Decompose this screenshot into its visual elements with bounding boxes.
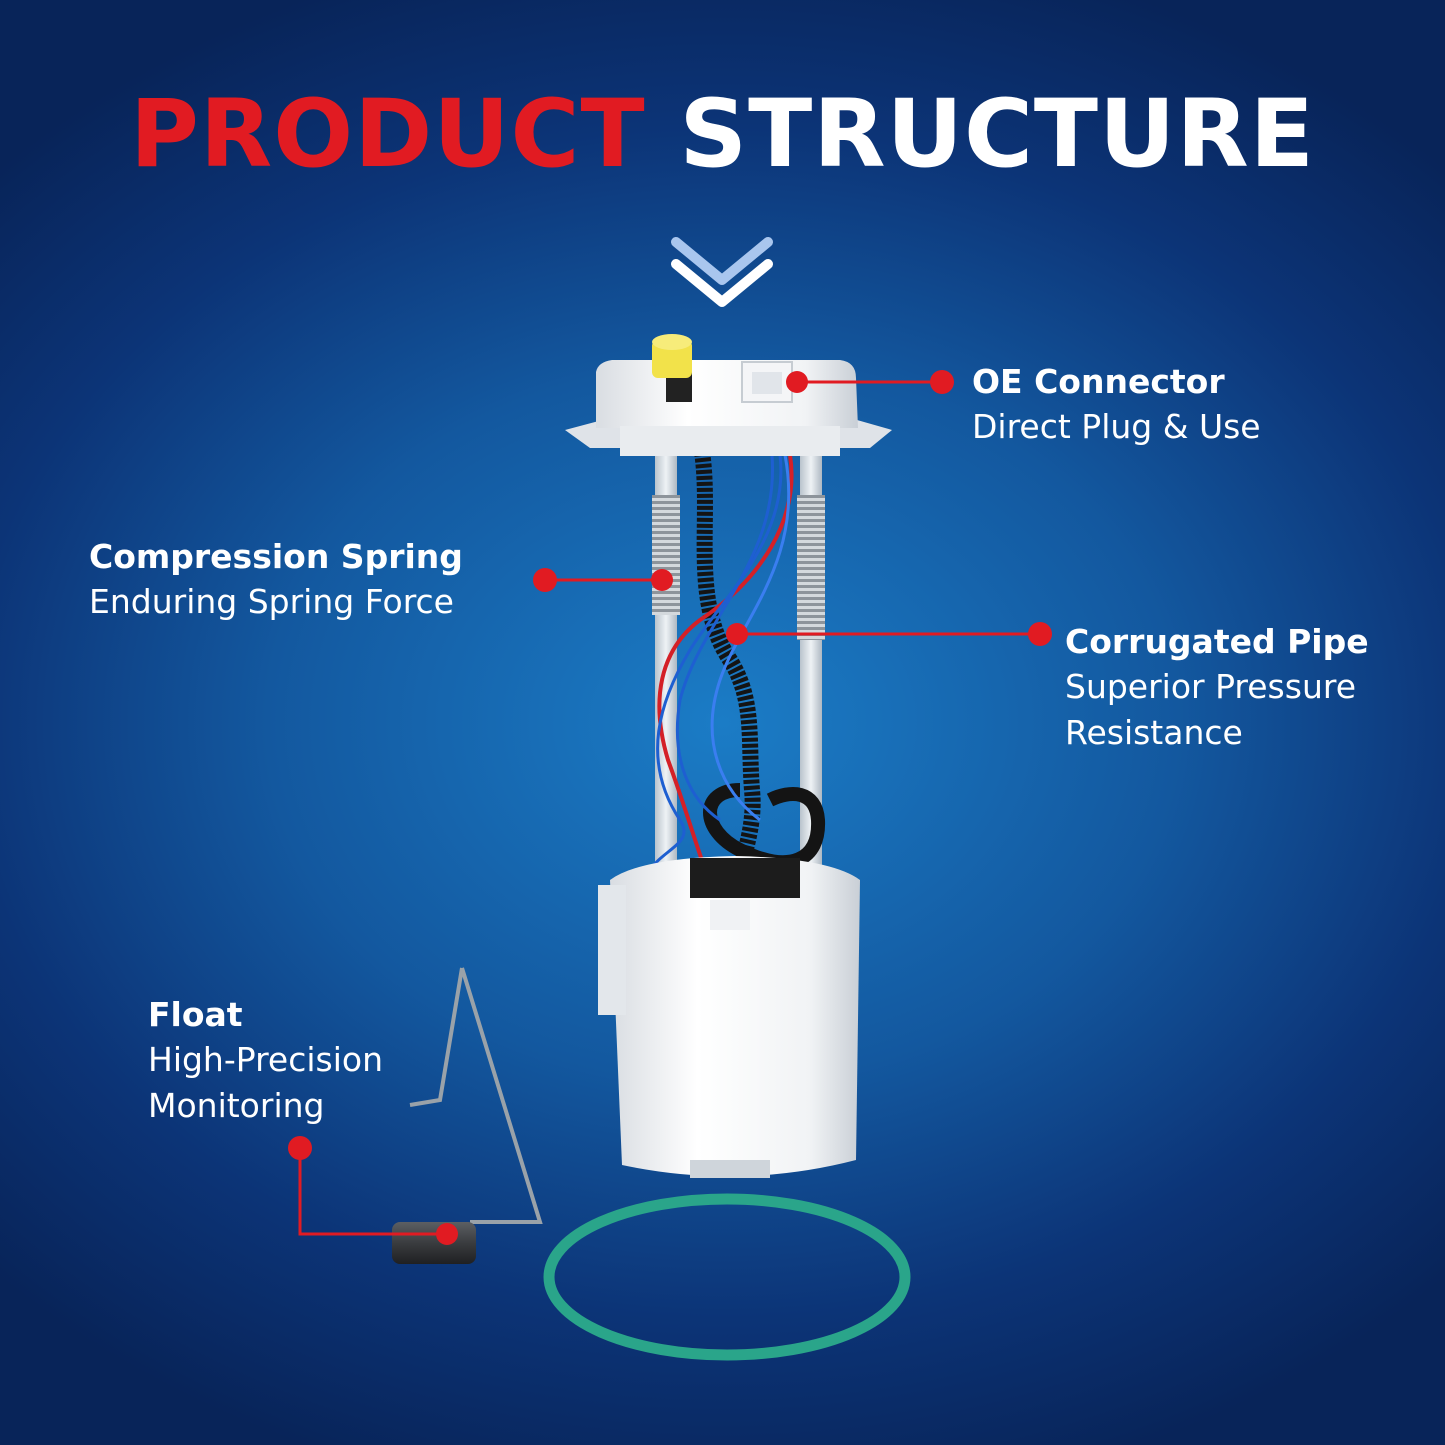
title-part-red: PRODUCT: [130, 80, 646, 189]
pump-body: [598, 856, 860, 1178]
callout-line-compression-spring: [533, 568, 673, 592]
callout-heading: OE Connector: [972, 362, 1225, 401]
callout-description: Resistance: [1065, 713, 1243, 752]
o-ring: [543, 1193, 911, 1361]
callout-description: High-Precision: [148, 1040, 383, 1079]
callout-heading: Compression Spring: [89, 537, 463, 576]
top-flange: [565, 334, 892, 456]
callout-oe-connector: OE Connector Direct Plug & Use: [972, 360, 1261, 450]
callout-line-corrugated-pipe: [726, 622, 1052, 646]
callout-float: Float High-Precision Monitoring: [148, 993, 383, 1129]
callout-description: Superior Pressure: [1065, 667, 1357, 706]
callout-description: Monitoring: [148, 1086, 325, 1125]
callout-heading: Corrugated Pipe: [1065, 622, 1369, 661]
spring-left: [652, 495, 680, 615]
callout-line-float: [288, 1136, 458, 1245]
callout-compression-spring: Compression Spring Enduring Spring Force: [89, 535, 463, 625]
double-chevron-down-icon: [671, 237, 773, 307]
corrugated-pipe: [694, 450, 761, 881]
callout-line-oe-connector: [786, 370, 954, 394]
oe-connector: [741, 361, 793, 403]
page-title: PRODUCT STRUCTURE: [0, 88, 1445, 182]
callout-description: Enduring Spring Force: [89, 582, 454, 621]
callout-corrugated-pipe: Corrugated Pipe Superior Pressure Resist…: [1065, 620, 1369, 756]
callout-description: Direct Plug & Use: [972, 407, 1261, 446]
float: [392, 1222, 476, 1264]
float-arm: [460, 967, 543, 1224]
callout-heading: Float: [148, 995, 243, 1034]
title-part-white: STRUCTURE: [679, 80, 1315, 189]
spring-right: [797, 495, 825, 640]
